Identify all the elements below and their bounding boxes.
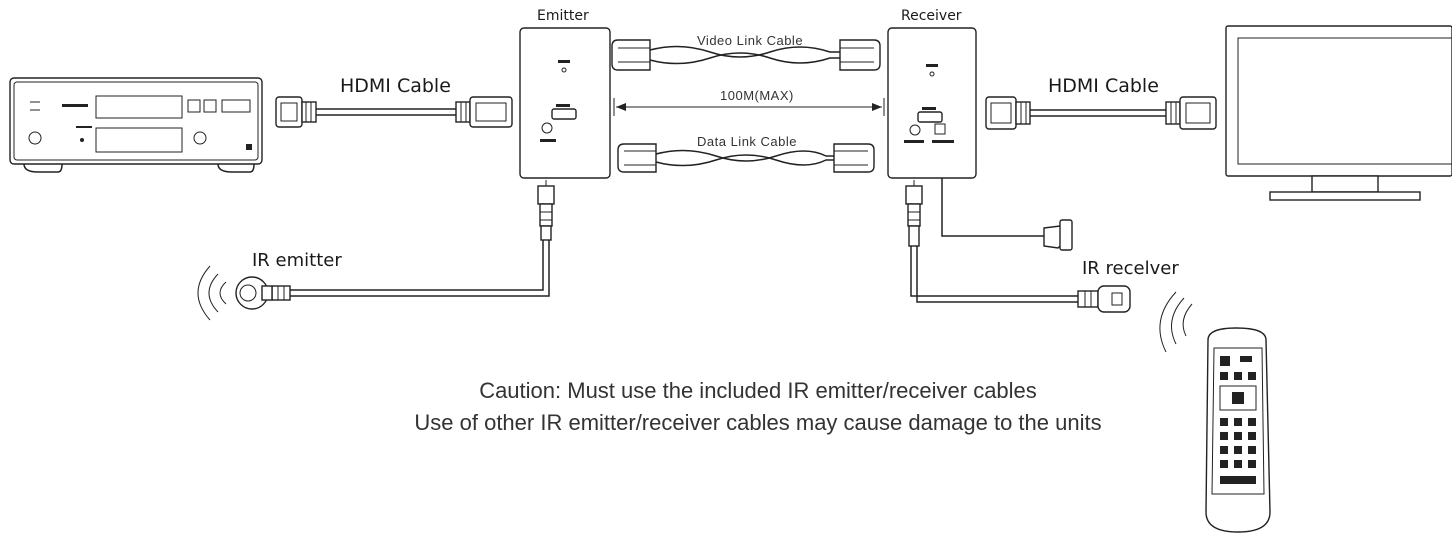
video-link-cable: [611, 39, 881, 71]
data-link-label: Data Link Cable: [697, 134, 797, 149]
distance-label: 100M(MAX): [720, 88, 794, 103]
ir-receiver-cable: [905, 180, 1131, 313]
data-link-cable: [617, 143, 875, 173]
emitter-label: Emitter: [537, 8, 589, 24]
caution-line-1: Caution: Must use the included IR emitte…: [479, 378, 1037, 403]
power-cable: [941, 178, 1073, 251]
emitter-unit: [519, 27, 611, 179]
hdmi-cable-left-label: HDMI Cable: [340, 75, 451, 97]
hdmi-cable-right-label: HDMI Cable: [1048, 75, 1159, 97]
receiver-label: Receiver: [901, 8, 962, 24]
hdmi-cable-right: [985, 96, 1217, 130]
ir-receiver-label: IR recelver: [1082, 258, 1179, 279]
ir-emitter-cable: [197, 180, 555, 321]
caution-line-2: Use of other IR emitter/receiver cables …: [414, 410, 1101, 435]
distance-indicator: [613, 98, 885, 116]
hdmi-cable-left: [275, 96, 513, 128]
monitor-display: [1225, 25, 1452, 201]
ir-emitter-label: IR emitter: [252, 250, 342, 271]
media-player-device: [9, 77, 263, 173]
receiver-unit: [887, 27, 977, 179]
remote-control: [1159, 291, 1271, 533]
video-link-label: Video Link Cable: [697, 33, 803, 48]
